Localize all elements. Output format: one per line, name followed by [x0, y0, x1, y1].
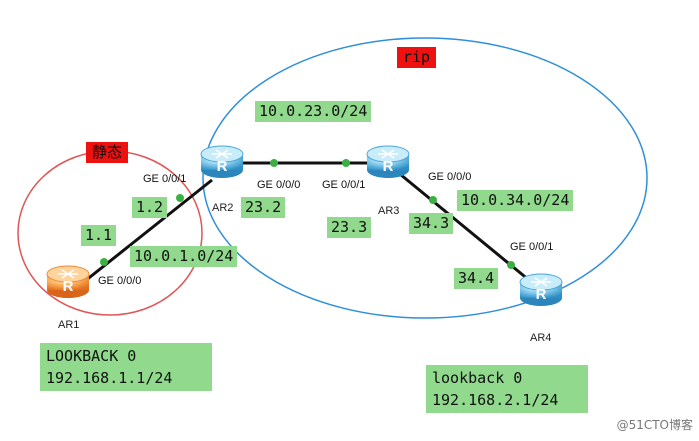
loopback-ar4-line2: 192.168.2.1/24 — [432, 391, 559, 409]
port-dot-ar1 — [100, 258, 108, 266]
network-label-23: 10.0.23.0/24 — [255, 101, 372, 122]
interface-label-ar3-ge001: GE 0/0/1 — [322, 179, 366, 191]
port-dot-ar4 — [507, 261, 515, 269]
static-area-label: 静态 — [86, 142, 129, 163]
loopback-ar4: lookback 0 192.168.2.1/24 — [426, 365, 588, 413]
link-ar1-ar2 — [79, 178, 213, 287]
loopback-ar1-line2: 192.168.1.1/24 — [46, 369, 173, 387]
address-ar2-left-host: 1.2 — [132, 197, 168, 218]
svg-text:R: R — [63, 278, 74, 295]
loopback-ar4-line1: lookback 0 — [432, 369, 523, 387]
address-ar2-right-host: 23.2 — [241, 197, 286, 218]
port-dot-ar2-left — [176, 194, 184, 202]
watermark: @51CTO博客 — [616, 418, 693, 432]
interface-label-ar2-ge001: GE 0/0/1 — [143, 173, 187, 185]
interface-label-ar1-ge000: GE 0/0/0 — [98, 275, 142, 287]
router-icon-ar4[interactable]: R — [519, 273, 563, 306]
router-name-ar4: AR4 — [530, 332, 552, 344]
address-ar1-host: 1.1 — [81, 225, 117, 246]
address-ar3-right-host: 34.3 — [409, 213, 454, 234]
router-name-ar3: AR3 — [378, 205, 400, 217]
loopback-ar1: LOOKBACK 0 192.168.1.1/24 — [40, 343, 212, 391]
port-dot-ar2-right — [270, 159, 278, 167]
network-label-34: 10.0.34.0/24 — [457, 190, 574, 211]
router-icon-ar2[interactable]: R — [200, 145, 244, 178]
router-icon-ar1[interactable]: R — [46, 265, 90, 298]
address-ar3-left-host: 23.3 — [327, 217, 372, 238]
rip-area-boundary — [202, 37, 648, 319]
router-name-ar2: AR2 — [212, 202, 234, 214]
svg-text:R: R — [217, 158, 228, 175]
port-dot-ar3-left — [342, 159, 350, 167]
loopback-ar1-line1: LOOKBACK 0 — [46, 347, 137, 365]
router-name-ar1: AR1 — [58, 319, 80, 331]
address-ar4-host: 34.4 — [454, 268, 499, 289]
interface-label-ar4-ge001: GE 0/0/1 — [510, 241, 554, 253]
interface-label-ar3-ge000: GE 0/0/0 — [428, 171, 472, 183]
rip-area-label: rip — [397, 47, 437, 68]
network-label-12: 10.0.1.0/24 — [130, 246, 238, 267]
port-dot-ar3-right — [429, 196, 437, 204]
svg-text:R: R — [536, 286, 547, 303]
router-icon-ar3[interactable]: R — [366, 145, 410, 178]
interface-label-ar2-ge000: GE 0/0/0 — [257, 179, 301, 191]
svg-text:R: R — [383, 158, 394, 175]
